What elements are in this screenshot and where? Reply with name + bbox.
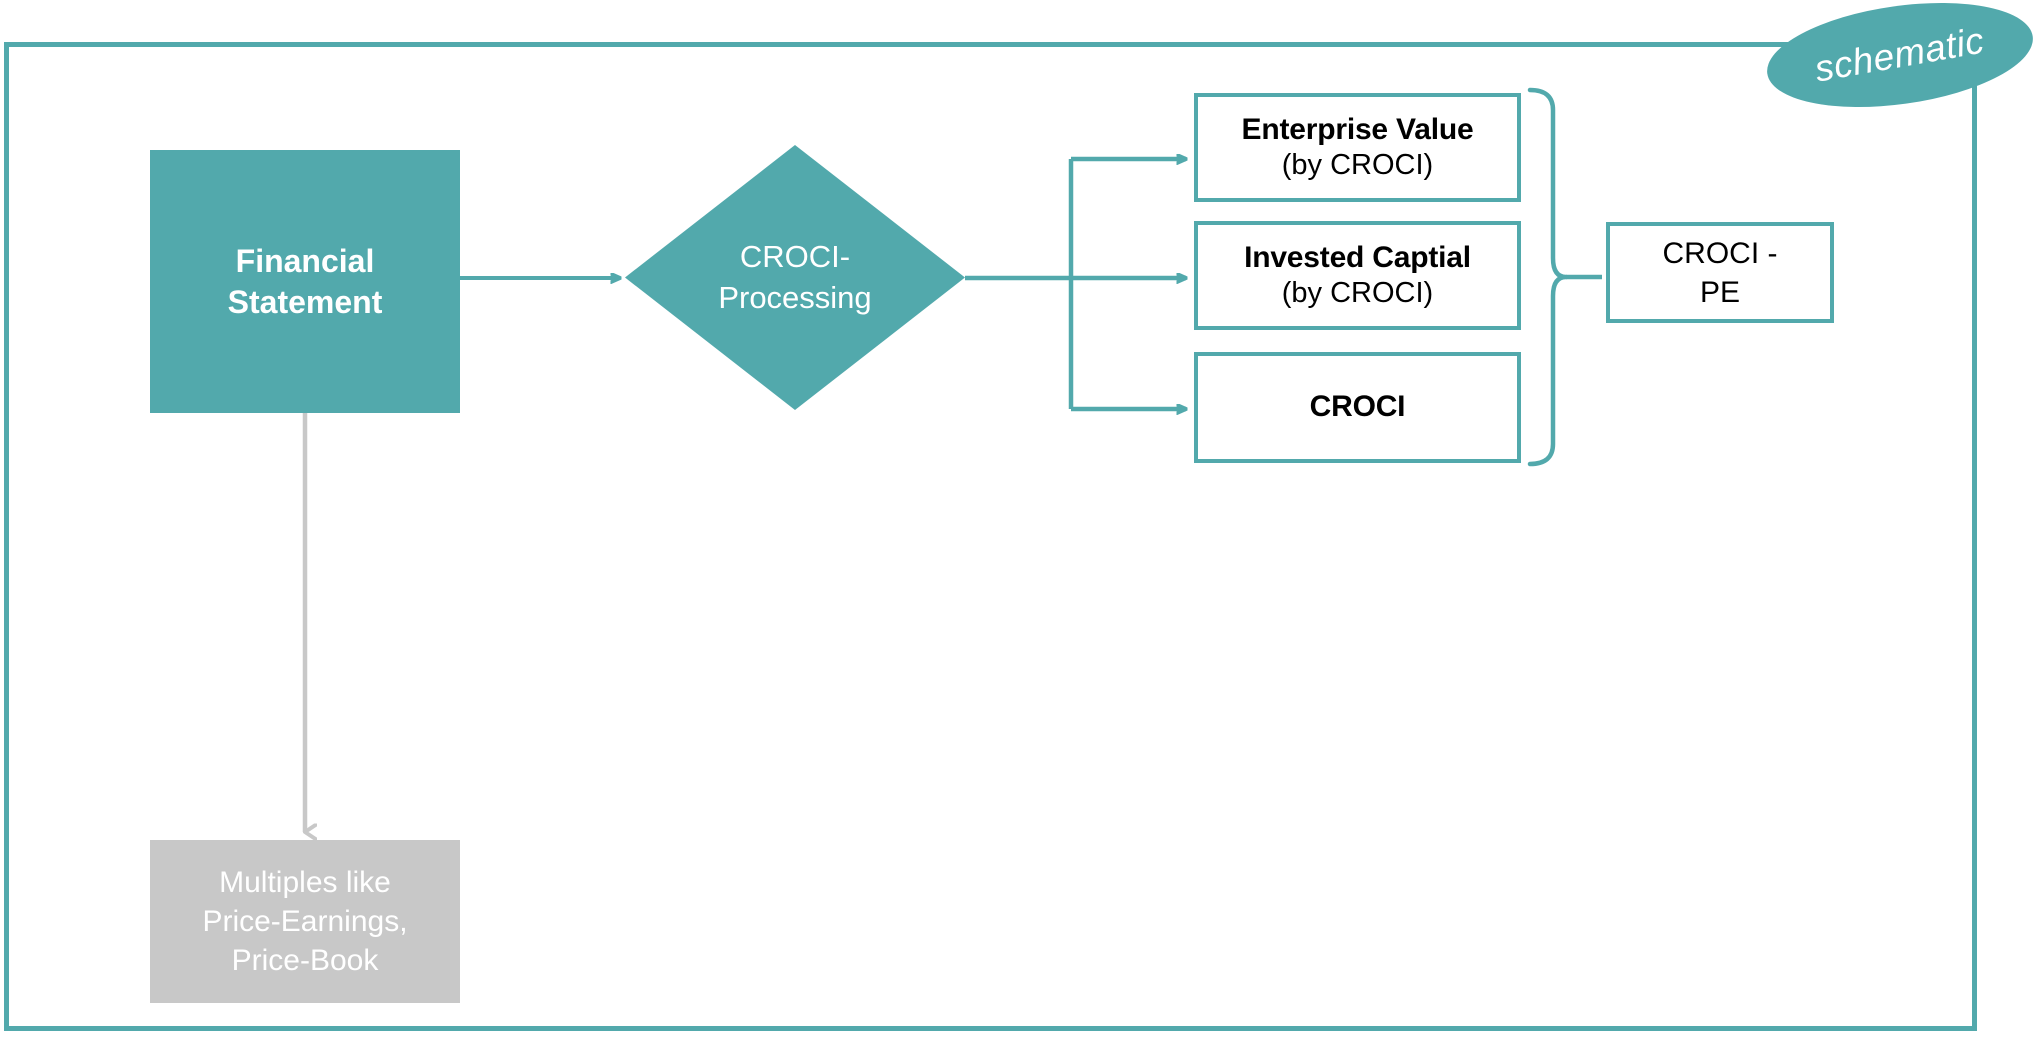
node-croci-pe[interactable]: CROCI - PE — [1606, 222, 1834, 323]
node-invested-capital-subtitle: (by CROCI) — [1281, 277, 1434, 310]
node-enterprise-value-title: Enterprise Value — [1241, 112, 1474, 146]
node-multiples-line3: Price-Book — [231, 944, 379, 977]
node-multiples-label: Multiples like Price-Earnings, Price-Boo… — [202, 863, 407, 980]
node-croci-title: CROCI — [1309, 390, 1406, 424]
node-invested-capital[interactable]: Invested Captial (by CROCI) — [1194, 221, 1521, 330]
node-multiples-line2: Price-Earnings, — [202, 905, 408, 938]
node-croci-processing[interactable]: CROCI- Processing — [625, 145, 965, 410]
node-invested-capital-title: Invested Captial — [1244, 240, 1471, 274]
node-enterprise-value[interactable]: Enterprise Value (by CROCI) — [1194, 93, 1521, 202]
diagram-outer-frame — [4, 42, 1977, 1031]
node-croci-processing-line2: Processing — [718, 279, 872, 315]
node-croci[interactable]: CROCI — [1194, 352, 1521, 463]
node-croci-pe-label: CROCI - PE — [1663, 234, 1778, 312]
node-multiples[interactable]: Multiples like Price-Earnings, Price-Boo… — [150, 840, 460, 1003]
node-financial-statement[interactable]: Financial Statement — [150, 150, 460, 413]
node-croci-pe-line2: PE — [1699, 275, 1741, 309]
node-financial-statement-line1: Financial — [235, 242, 375, 279]
node-croci-pe-line1: CROCI - — [1662, 236, 1778, 270]
node-croci-processing-label: CROCI- Processing — [625, 145, 965, 410]
schematic-badge-label: schematic — [1812, 19, 1988, 90]
node-financial-statement-line2: Statement — [227, 283, 383, 320]
node-croci-processing-line1: CROCI- — [739, 239, 851, 275]
node-enterprise-value-subtitle: (by CROCI) — [1281, 149, 1434, 182]
node-multiples-line1: Multiples like — [219, 866, 391, 899]
node-financial-statement-label: Financial Statement — [228, 241, 383, 323]
